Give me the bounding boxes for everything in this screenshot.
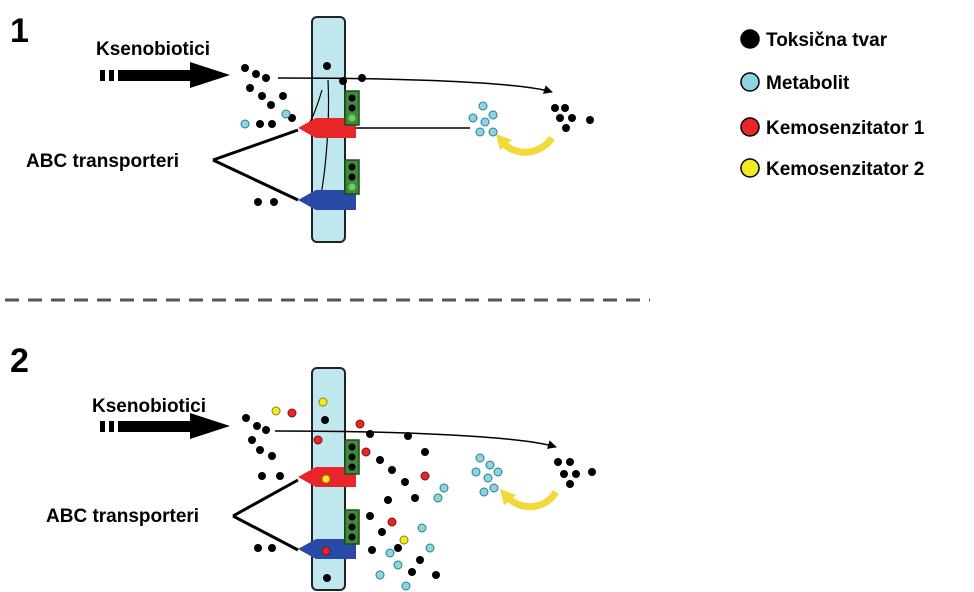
transport-path [319,79,330,201]
conversion-arrow-head [496,134,512,150]
legend-label: Toksična tvar [766,30,888,51]
legend-item-toxic: Toksična tvar [740,29,888,51]
legend-swatch [740,158,760,178]
legend-item-chemosensitizer-2: Kemosenzitator 2 [740,158,924,180]
legend-label: Kemosenzitator 1 [766,118,925,139]
transport-path [277,77,553,94]
xenobiotics-label: Ksenobiotici [92,396,206,417]
panel-1: 1 Ksenobiotici [10,12,594,243]
receptor-complex [344,159,360,195]
legend-swatch [740,29,760,49]
legend-item-metabolite: Metabolit [740,72,850,94]
receptor-complex [344,90,360,126]
particles [242,397,596,591]
panel-number: 2 [10,342,29,380]
abc-transporters-label: ABC transporteri [46,506,199,527]
conversion-arrow-head [500,489,516,505]
pointer-line [212,158,299,202]
legend-swatch [740,117,760,137]
receptor-complex [344,509,360,545]
pointer-line [232,478,299,518]
panel-2: 2 Ksenobiotici ABC transporteri [10,342,596,591]
receptor-complex [344,439,360,475]
xenobiotics-arrow [100,62,230,88]
xenobiotics-label: Ksenobiotici [96,39,210,60]
pointer-line [232,514,299,552]
particles [240,62,594,206]
panel-number: 1 [10,12,29,50]
pointer-line [212,128,299,162]
legend: Toksična tvar Metabolit Kemosenzitator 1… [740,29,925,180]
transport-path [274,430,557,449]
xenobiotics-arrow [100,413,230,439]
abc-transporter-blue [298,190,356,210]
abc-transporters-label: ABC transporteri [26,151,179,172]
legend-item-chemosensitizer-1: Kemosenzitator 1 [740,117,925,139]
legend-label: Metabolit [766,73,850,94]
legend-swatch [740,72,760,92]
abc-transporter-red [298,118,356,138]
legend-label: Kemosenzitator 2 [766,159,924,180]
